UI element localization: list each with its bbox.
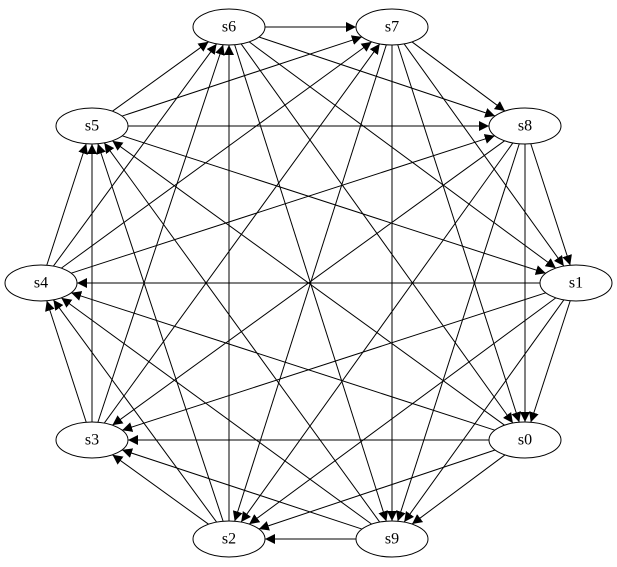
nodes-layer: s0 s1 s2 s3 s4 s5 s6 s7 s8 s9	[4, 8, 613, 558]
node-s0: s0	[488, 421, 562, 459]
edge-s1-s9	[403, 288, 574, 523]
node-ellipse-s3	[55, 421, 129, 459]
edge-s7-s1	[394, 32, 565, 267]
node-s6: s6	[192, 8, 266, 46]
node-s9: s9	[355, 520, 429, 558]
node-label-s0: s0	[518, 432, 532, 449]
node-s7: s7	[355, 8, 429, 46]
node-ellipse-s8	[488, 107, 562, 145]
edge-s9-s5	[103, 142, 390, 534]
edge-s2-s4	[53, 299, 227, 534]
node-label-s5: s5	[85, 118, 99, 135]
node-ellipse-s1	[539, 264, 613, 302]
edge-s4-s5	[38, 143, 88, 277]
node-label-s3: s3	[85, 432, 99, 449]
edge-s0-s5	[112, 140, 516, 436]
node-label-s4: s4	[34, 275, 48, 292]
edge-s7-s0	[389, 33, 521, 423]
edges-layer	[38, 22, 579, 544]
edge-s3-s7	[94, 43, 381, 435]
edge-s0-s2	[258, 442, 507, 531]
node-s1: s1	[539, 264, 613, 302]
edge-s7-s8	[401, 31, 506, 112]
edge-s8-s9	[396, 132, 528, 522]
node-s4: s4	[4, 264, 78, 302]
node-ellipse-s7	[355, 8, 429, 46]
node-ellipse-s0	[488, 421, 562, 459]
node-s3: s3	[55, 421, 129, 459]
edge-s5-s6	[101, 41, 209, 122]
node-label-s2: s2	[222, 531, 236, 548]
edge-s2-s3	[112, 454, 220, 535]
node-s2: s2	[192, 520, 266, 558]
node-label-s6: s6	[222, 19, 236, 36]
node-s8: s8	[488, 107, 562, 145]
edge-s2-s5	[96, 143, 232, 533]
edge-s9-s3	[121, 448, 374, 537]
edge-s3-s6	[89, 44, 225, 434]
node-ellipse-s4	[4, 264, 78, 302]
edge-s5-s7	[110, 35, 363, 124]
edge-s0-s9	[411, 444, 516, 525]
edge-s9-s4	[61, 297, 383, 535]
node-ellipse-s5	[55, 107, 129, 145]
node-ellipse-s6	[192, 8, 266, 46]
node-label-s9: s9	[385, 531, 399, 548]
node-ellipse-s9	[355, 520, 429, 558]
edge-s4-s6	[43, 43, 217, 278]
edge-s4-s7	[50, 41, 372, 279]
edge-s6-s8	[247, 29, 496, 118]
node-ellipse-s2	[192, 520, 266, 558]
edge-s3-s4	[45, 300, 95, 434]
node-label-s1: s1	[569, 275, 583, 292]
node-label-s7: s7	[385, 19, 399, 36]
node-s5: s5	[55, 107, 129, 145]
node-label-s8: s8	[518, 118, 532, 135]
